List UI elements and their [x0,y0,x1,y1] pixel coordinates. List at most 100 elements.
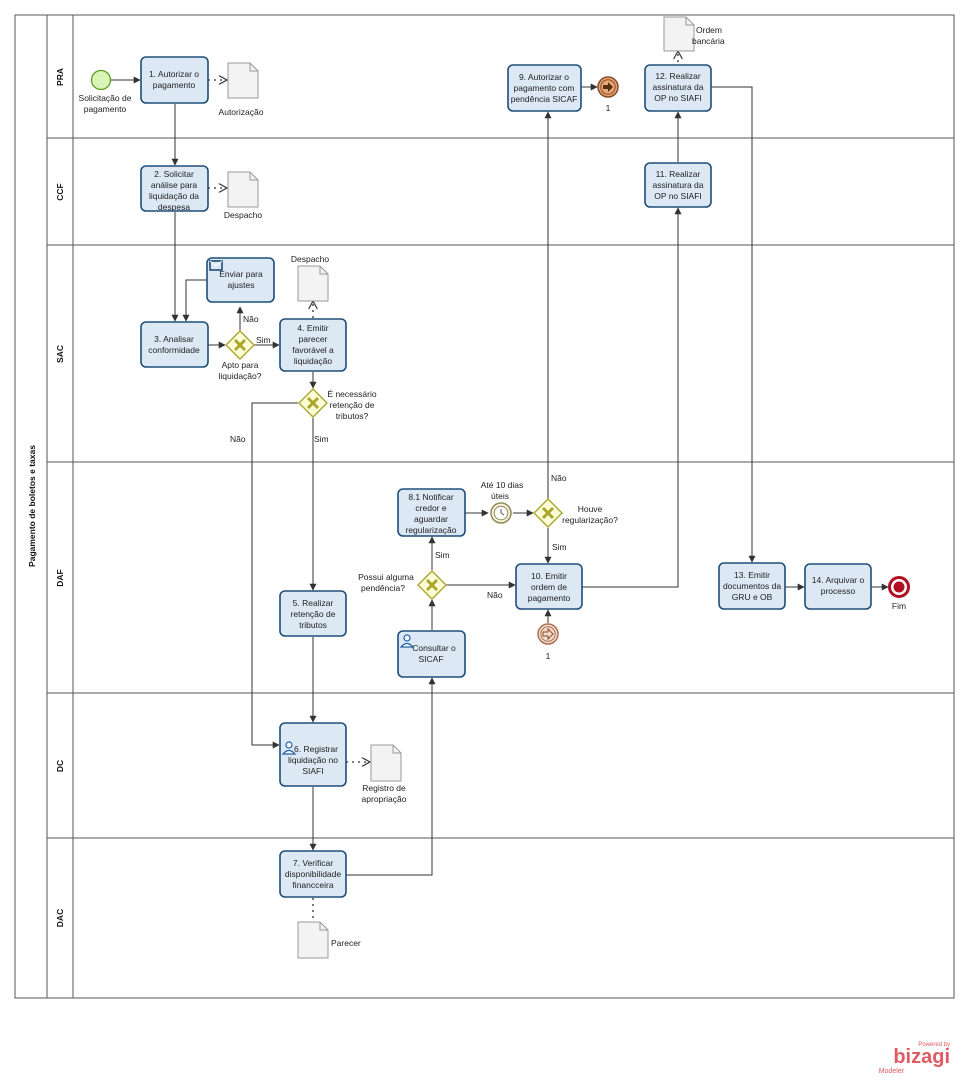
gateway-retencao-label-line2: retenção de [330,400,375,410]
task-1-autorizar-pagamento[interactable]: 1. Autorizar o pagamento [140,56,209,104]
task-5-realizar-retencao[interactable]: 5. Realizar retenção de tributos [279,590,347,637]
svg-text:14. Arquivar o: 14. Arquivar o [812,575,865,585]
lane-separators [47,137,954,839]
document-despacho-sac [297,265,329,302]
task-14-arquivar-processo[interactable]: 14. Arquivar o processo [804,563,872,610]
arrow-right-icon [542,627,554,641]
end-event[interactable] [888,576,910,598]
svg-text:13. Emitir: 13. Emitir [734,570,770,580]
task-2-solicitar-analise[interactable]: 2. Solicitar análise para liquidação da … [140,165,209,212]
user-icon [399,634,415,648]
flow-label-g3-sim: Sim [435,550,450,560]
svg-text:liquidação: liquidação [294,356,333,366]
modeler-text: Modeler [879,1068,905,1075]
document-despacho-ccf [227,171,259,208]
svg-text:assinatura da: assinatura da [652,180,703,190]
flow-label-g2-nao: Não [230,434,246,444]
lane-dc-label: DC [55,760,65,772]
svg-text:análise para: análise para [151,180,198,190]
gateway-retencao-label-line3: tributos? [336,411,369,421]
svg-text:Consultar o: Consultar o [412,643,456,653]
task-9-autorizar-pendencia[interactable]: 9. Autorizar o pagamento com pendência S… [507,64,582,112]
task-13-emitir-documentos[interactable]: 13. Emitir documentos da GRU e OB [718,562,786,610]
pool-label: Pagamento de boletos e taxas [27,445,37,567]
svg-text:parecer: parecer [299,334,328,344]
task-8-1-notificar-credor[interactable]: 8.1 Notificar credor e aguardar regulari… [397,488,466,537]
task-12-realizar-assinatura[interactable]: 12. Realizar assinatura da OP no SIAFI [644,64,712,112]
link-catch-event[interactable] [537,623,559,645]
svg-text:4. Emitir: 4. Emitir [297,323,328,333]
task-4-emitir-parecer[interactable]: 4. Emitir parecer favorável a liquidação [279,318,347,372]
start-event-label-line2: pagamento [84,104,127,114]
svg-text:9. Autorizar o: 9. Autorizar o [519,72,569,82]
svg-text:pendência SICAF: pendência SICAF [511,94,578,104]
document-parecer [297,921,329,959]
svg-text:pagamento: pagamento [528,593,571,603]
svg-text:8.1 Notificar: 8.1 Notificar [408,492,454,502]
gateway-regularizacao-label-line2: regularização? [562,515,618,525]
gateway-retencao[interactable] [298,388,328,418]
svg-text:7. Verificar: 7. Verificar [293,858,333,868]
svg-text:6. Registrar: 6. Registrar [294,744,338,754]
flow-label-g3-nao: Não [487,590,503,600]
task-11-realizar-assinatura[interactable]: 11. Realizar assinatura da OP no SIAFI [644,162,712,208]
gateway-regularizacao[interactable] [533,498,563,528]
gateway-apto-label-line2: liquidação? [218,371,261,381]
document-parecer-label: Parecer [331,938,361,948]
link-throw-label: 1 [606,103,611,113]
svg-text:12. Realizar: 12. Realizar [655,71,701,81]
svg-text:10. Emitir: 10. Emitir [531,571,567,581]
timer-event[interactable] [490,502,512,524]
document-registro [370,744,402,782]
link-throw-event[interactable] [597,76,619,98]
svg-text:liquidação da: liquidação da [149,191,199,201]
svg-text:aguardar: aguardar [414,514,448,524]
flow-label-g4-nao: Não [551,473,567,483]
document-despacho-sac-label: Despacho [291,254,330,264]
task-7-verificar-disponibilidade[interactable]: 7. Verificar disponibilidade financceira [279,850,347,898]
svg-text:assinatura da: assinatura da [652,82,703,92]
svg-text:OP no SIAFI: OP no SIAFI [654,191,702,201]
task-10-emitir-ordem[interactable]: 10. Emitir ordem de pagamento [515,563,583,610]
task-3-analisar-conformidade[interactable]: 3. Analisar conformidade [140,321,209,368]
svg-text:financceira: financceira [292,880,333,890]
start-event[interactable] [90,69,112,91]
svg-text:SIAFI: SIAFI [302,766,323,776]
gateway-pendencia[interactable] [417,570,447,600]
svg-text:OP no SIAFI: OP no SIAFI [654,93,702,103]
arrow-right-icon [603,82,613,92]
document-ordem-label-line2: bancária [692,36,725,46]
svg-text:favorável a: favorável a [292,345,334,355]
svg-text:3. Analisar: 3. Analisar [154,334,194,344]
lane-ccf-label: CCF [55,183,65,200]
task-enviar-ajustes[interactable]: Enviar para ajustes [206,257,275,303]
timer-label-line2: úteis [491,491,509,501]
bizagi-branding: Powered by bizagi Modeler [879,1042,950,1075]
gateway-regularizacao-label-line1: Houve [578,504,603,514]
svg-text:1. Autorizar o: 1. Autorizar o [149,69,199,79]
lane-sac-label: SAC [55,345,65,363]
svg-text:GRU e OB: GRU e OB [732,592,773,602]
gateway-apto[interactable] [225,330,255,360]
gateway-apto-label-line1: Apto para [222,360,259,370]
svg-text:SICAF: SICAF [418,654,443,664]
gateway-pendencia-label-line1: Possui alguma [358,572,414,582]
document-registro-label-line2: apropriação [362,794,407,804]
powered-by-text: Powered by [918,1042,950,1048]
link-catch-label: 1 [546,651,551,661]
bizagi-logo: bizagi [893,1046,950,1068]
documents: Autorização Despacho Despacho Registro d… [219,16,725,959]
svg-text:ajustes: ajustes [228,280,255,290]
svg-text:11. Realizar: 11. Realizar [656,169,701,179]
svg-text:tributos: tributos [299,620,327,630]
flow-label-g2-sim: Sim [314,434,329,444]
document-registro-label-line1: Registro de [362,783,406,793]
timer-label-line1: Até 10 dias [481,480,524,490]
pool [14,14,955,999]
lane-pra-label: PRA [55,68,65,86]
task-consultar-sicaf[interactable]: Consultar o SICAF [397,630,466,678]
task-6-registrar-liquidacao[interactable]: 6. Registrar liquidação no SIAFI [279,722,347,787]
envelope-icon [209,260,223,271]
flow-label-g4-sim: Sim [552,542,567,552]
svg-text:credor e: credor e [415,503,446,513]
